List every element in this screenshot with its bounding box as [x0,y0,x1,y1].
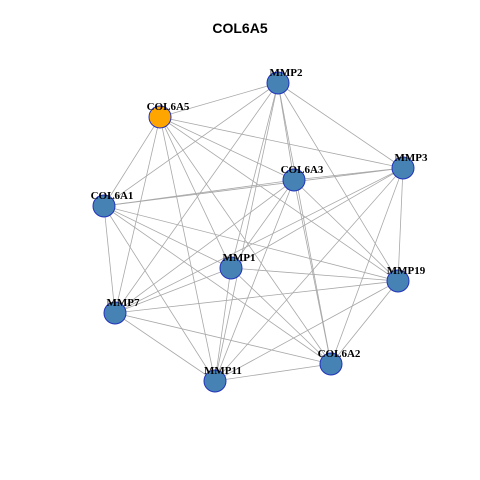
edge-mmp3-mmp11 [214,167,404,382]
node-label-col6a1: COL6A1 [91,190,134,202]
edge-col6a3-col6a1 [103,179,295,207]
node-label-mmp7: MMP7 [107,297,140,309]
edge-col6a5-col6a2 [159,116,332,365]
edge-mmp1-mmp11 [214,267,232,382]
network-title: COL6A5 [212,20,268,36]
edge-mmp2-mmp7 [114,82,279,314]
edge-col6a5-mmp1 [159,116,232,269]
edge-col6a5-mmp3 [159,116,404,169]
edge-col6a3-col6a2 [293,179,332,365]
node-mmp19 [386,269,410,293]
edge-mmp19-col6a2 [330,280,399,365]
edge-mmp2-col6a5 [159,82,279,118]
node-col6a5 [148,105,172,129]
edge-col6a5-col6a3 [159,116,295,181]
edge-mmp2-mmp1 [230,82,279,269]
node-mmp1 [219,256,243,280]
edge-mmp7-col6a2 [114,312,332,365]
edge-mmp2-mmp19 [277,82,399,282]
edge-mmp1-col6a2 [230,267,332,365]
edge-mmp1-mmp19 [230,267,399,282]
node-label-mmp11: MMP11 [204,365,242,377]
edge-mmp3-mmp7 [114,167,404,314]
node-col6a2 [319,352,343,376]
edge-col6a1-mmp7 [103,205,116,314]
edge-mmp3-mmp19 [397,167,404,282]
edge-mmp19-mmp7 [114,280,399,314]
node-col6a1 [92,194,116,218]
node-mmp11 [203,369,227,393]
edge-col6a5-mmp7 [114,116,161,314]
edge-col6a5-mmp11 [159,116,216,382]
edge-col6a1-mmp1 [103,205,232,269]
edge-col6a3-mmp7 [114,179,295,314]
edge-col6a1-col6a2 [103,205,332,365]
edge-col6a1-mmp19 [103,205,399,282]
node-mmp2 [266,71,290,95]
node-label-col6a5: COL6A5 [147,101,190,113]
edge-col6a3-mmp1 [230,179,295,269]
edge-mmp3-mmp1 [230,167,404,269]
edge-mmp2-mmp11 [214,82,279,382]
edge-col6a5-col6a1 [103,116,161,207]
edge-col6a3-mmp19 [293,179,399,282]
node-layer [92,71,415,393]
edge-col6a3-mmp11 [214,179,295,382]
node-mmp7 [103,301,127,325]
edge-mmp3-col6a2 [330,167,404,365]
edge-mmp7-mmp11 [114,312,216,382]
edge-mmp1-mmp7 [114,267,232,314]
label-layer: MMP2COL6A5MMP3COL6A3COL6A1MMP1MMP19MMP7C… [91,67,428,377]
node-col6a3 [282,168,306,192]
edge-mmp2-mmp3 [277,82,404,169]
edge-layer [103,82,404,382]
node-label-mmp19: MMP19 [387,265,426,277]
node-label-mmp3: MMP3 [395,152,428,164]
edge-col6a1-mmp11 [103,205,216,382]
edge-mmp2-col6a1 [103,82,279,207]
node-mmp3 [391,156,415,180]
edge-col6a2-mmp11 [214,363,332,382]
node-label-col6a2: COL6A2 [318,348,361,360]
node-label-col6a3: COL6A3 [281,164,324,176]
edge-mmp2-col6a2 [277,82,332,365]
node-label-mmp2: MMP2 [270,67,303,79]
node-label-mmp1: MMP1 [223,252,256,264]
edge-col6a5-mmp19 [159,116,399,282]
edge-mmp19-mmp11 [214,280,399,382]
edge-mmp3-col6a1 [103,167,404,207]
